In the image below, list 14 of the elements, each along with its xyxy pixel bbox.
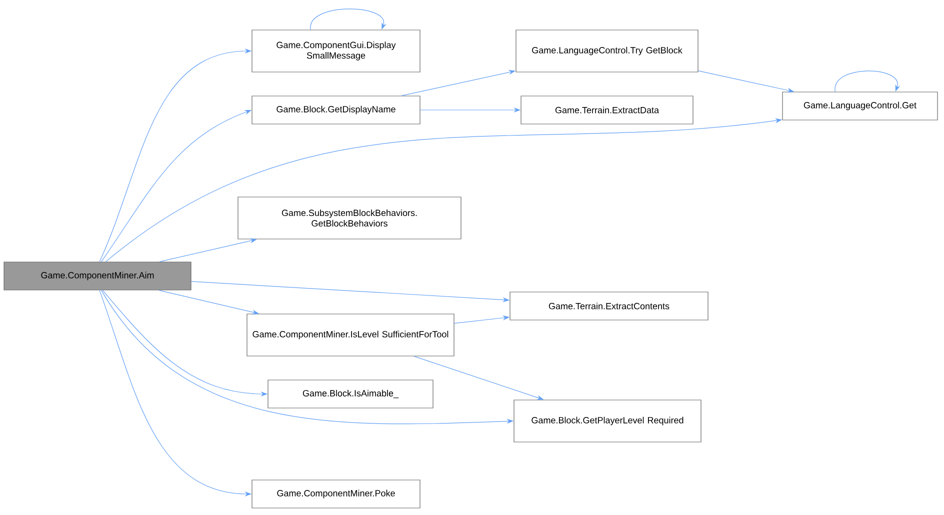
function-box: Game.Terrain.ExtractData (520, 96, 694, 124)
function-box: Game.ComponentMiner.Poke (252, 480, 420, 508)
arrow (310, 8, 386, 30)
function-box: Game.Block.IsAimable_ (268, 380, 434, 408)
function-box: Game.LanguageControl.Get (782, 92, 938, 120)
function-box: Game.Terrain.ExtractContents (510, 292, 708, 320)
function-box: Game.ComponentMiner.Aim (4, 262, 192, 290)
arrow (834, 70, 900, 92)
function-box: Game.SubsystemBlockBehaviors. GetBlockBehaviors (238, 196, 462, 240)
function-box: Game.Block.GetDisplayName (252, 96, 420, 124)
function-box: Game.Block.GetPlayerLevel Required (514, 400, 702, 442)
function-box: Game.LanguageControl.Try GetBlock (516, 30, 698, 72)
function-box: Game.ComponentGui.Display SmallMessage (252, 30, 420, 72)
function-box: Game.ComponentMiner.IsLevel SufficientForTool (246, 314, 454, 356)
